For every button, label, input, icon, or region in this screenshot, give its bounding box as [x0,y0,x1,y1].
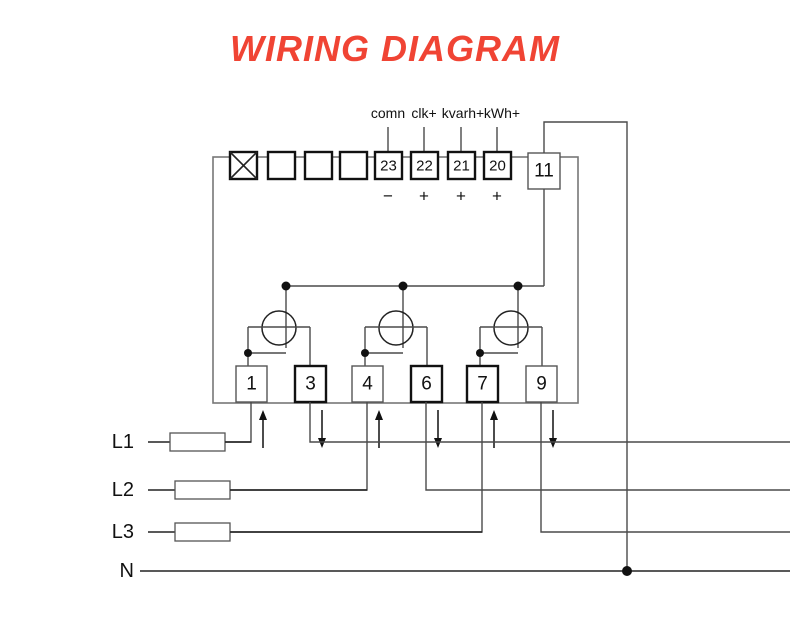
top-terminal-blank-3[interactable] [303,150,334,181]
fuse-L1 [169,432,226,452]
signal-label-comn: comn [371,105,405,121]
top-terminal-22[interactable]: 22 [409,150,440,181]
bottom-terminal-9[interactable]: 9 [525,365,558,403]
phase-label-L1: L1 [112,431,134,453]
top-terminal-blank-1[interactable] [228,150,259,181]
fuse-L2 [174,480,231,500]
top-terminal-blank-4[interactable] [338,150,369,181]
bottom-terminal-4-label: 4 [362,374,373,395]
current-arrow-6-down [434,410,442,448]
bottom-terminal-6-label: 6 [421,374,432,395]
neutral-junction-dot [622,566,632,576]
bottom-terminal-1-label: 1 [246,374,257,395]
top-terminal-23[interactable]: 23 [373,150,404,181]
top-terminal-22-label: 22 [416,158,433,175]
bottom-terminal-9-label: 9 [536,374,547,395]
signal-label-clk: clk+ [411,105,436,121]
meter-body-outline [212,156,579,404]
ct-2-junction [361,349,369,357]
wire-terminal-7-to-L3 [209,402,483,533]
page-title: WIRING DIAGRAM [230,28,560,69]
ct-2-symbol [378,310,414,346]
bottom-terminal-1[interactable]: 1 [235,365,268,403]
top-terminal-23-label: 23 [380,158,397,175]
wire-terminal-9-to-L3 [540,402,790,533]
bottom-terminal-7-label: 7 [477,374,488,395]
signal-label-kwh: kWh+ [484,105,520,121]
terminal-11-neutral-wire [543,121,628,571]
ct-group-1 [244,281,311,366]
wire-terminal-6-to-L2 [425,402,790,491]
top-terminal-21-label: 21 [453,158,470,175]
voltage-bus-tap-2 [398,281,408,291]
current-arrow-1-up [259,410,267,448]
top-signal-leads [387,127,498,157]
polarity-mark-22: + [419,187,429,206]
bottom-terminal-3[interactable]: 3 [293,364,328,404]
wire-terminal-4-to-L2 [209,402,368,491]
phase-label-N: N [120,560,134,582]
top-terminal-blank-2[interactable] [266,150,297,181]
wire-terminal-3-to-L1 [309,402,790,443]
ct-1-junction [244,349,252,357]
top-terminal-11[interactable]: 11 [527,152,561,190]
polarity-mark-20: + [492,187,502,206]
ct-3-symbol [493,310,529,346]
top-terminal-20-label: 20 [489,158,506,175]
voltage-bus-tap-1 [281,281,291,291]
fuse-L3 [174,522,231,542]
ct-group-3 [476,281,543,366]
top-terminal-21[interactable]: 21 [446,150,477,181]
polarity-mark-23: − [383,187,393,206]
signal-label-kvarh: kvarh+ [442,105,484,121]
bottom-terminal-3-label: 3 [305,374,316,395]
phase-label-L3: L3 [112,521,134,543]
phase-label-L2: L2 [112,479,134,501]
bottom-terminal-4[interactable]: 4 [351,365,384,403]
polarity-mark-21: + [456,187,466,206]
top-terminal-20[interactable]: 20 [482,150,513,181]
bottom-terminal-7[interactable]: 7 [465,364,500,404]
ct-3-junction [476,349,484,357]
ct-1-symbol [261,310,297,346]
top-terminal-11-label: 11 [534,161,554,182]
ct-group-2 [361,281,428,366]
current-arrow-9-down [549,410,557,448]
voltage-bus-tap-3 [513,281,523,291]
bottom-terminal-6[interactable]: 6 [409,364,444,404]
current-arrow-3-down [318,410,326,448]
